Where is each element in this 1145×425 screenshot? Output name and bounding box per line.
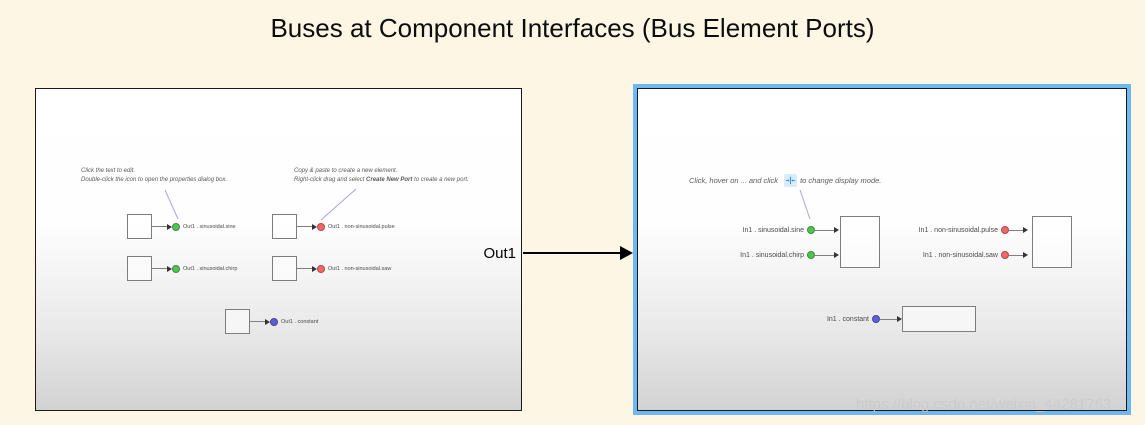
signal-wire	[880, 318, 897, 320]
signal-wire	[152, 226, 167, 227]
port-label[interactable]: In1 . constant	[826, 315, 869, 323]
port-label[interactable]: In1 . sinusoidal.chirp	[740, 251, 804, 259]
arrowhead-icon	[312, 223, 317, 230]
arrowhead-icon	[167, 265, 172, 272]
arrowhead-icon	[167, 223, 172, 230]
bus-element-port-icon[interactable]	[317, 264, 325, 273]
signal-wire	[297, 268, 312, 269]
left-subsystem-canvas[interactable]: Click the text to edit. Double-click the…	[35, 88, 522, 411]
in-port-row-saw: In1 . non-sinusoidal.saw	[893, 249, 1028, 261]
annotation-copy-line2: Right-click drag and select Create New P…	[294, 177, 469, 183]
watermark-url: https://blog.csdn.net/weixin_44281763	[856, 396, 1112, 413]
arrowhead-icon	[265, 318, 270, 325]
signal-wire	[815, 229, 834, 231]
sink-block-sinusoidal[interactable]	[840, 216, 880, 268]
port-label[interactable]: Out1 . non-sinusoidal.pulse	[328, 223, 395, 230]
port-label[interactable]: In1 . non-sinusoidal.saw	[922, 251, 998, 259]
annotation-copy-line1: Copy & paste to create a new element.	[294, 168, 398, 174]
out-port-row-saw: Out1 . non-sinusoidal.saw	[272, 256, 391, 281]
annotation-copy-hint: Copy & paste to create a new element. Ri…	[294, 167, 469, 185]
bus-element-port-icon[interactable]	[172, 264, 180, 273]
signal-wire	[1009, 229, 1023, 231]
bus-element-port-icon[interactable]	[172, 222, 180, 231]
bus-element-port-icon[interactable]	[872, 315, 880, 323]
bus-connection-arrowhead-icon	[620, 246, 633, 260]
signal-wire	[297, 226, 312, 227]
bus-element-port-icon[interactable]	[270, 317, 278, 326]
out-port-row-constant: Out1 . constant	[225, 309, 318, 334]
arrowhead-icon	[834, 227, 839, 233]
bus-element-port-icon[interactable]	[807, 226, 815, 234]
bus-connection-line[interactable]	[523, 252, 622, 254]
annotation-leader-lines	[164, 188, 357, 221]
signal-block[interactable]	[272, 256, 297, 281]
in-port-row-pulse: In1 . non-sinusoidal.pulse	[893, 224, 1028, 236]
in-port-row-constant: In1 . constant	[789, 313, 902, 325]
bus-element-port-icon[interactable]	[1001, 251, 1009, 259]
out-port-row-sine: Out1 . sinusoidal.sine	[127, 214, 236, 239]
bus-element-port-icon[interactable]	[317, 222, 325, 231]
annotation-edit-line1: Click the text to edit.	[81, 168, 136, 174]
arrowhead-icon	[897, 316, 902, 322]
arrowhead-icon	[834, 252, 839, 258]
in-port-row-chirp: In1 . sinusoidal.chirp	[704, 249, 839, 261]
sink-block-non-sinusoidal[interactable]	[1032, 216, 1072, 268]
ellipsis-link: ...	[740, 176, 747, 185]
signal-wire	[250, 321, 265, 322]
port-label[interactable]: In1 . sinusoidal.sine	[742, 226, 804, 234]
signal-block[interactable]	[127, 256, 152, 281]
arrowhead-icon	[1023, 227, 1028, 233]
right-subsystem-canvas-selected[interactable]: Click, hover on ... and click to change …	[637, 88, 1127, 411]
annotation-edit-hint: Click the text to edit. Double-click the…	[81, 167, 227, 185]
change-display-mode-icon[interactable]	[784, 174, 798, 187]
port-label[interactable]: Out1 . non-sinusoidal.saw	[328, 265, 392, 272]
annotation-post-text: to change display mode.	[800, 176, 882, 185]
annotation-display-mode-hint: Click, hover on ... and click to change …	[689, 174, 881, 187]
port-label[interactable]: In1 . non-sinusoidal.pulse	[918, 226, 998, 234]
annotation-edit-line2: Double-click the icon to open the proper…	[81, 177, 228, 183]
signal-wire	[1009, 254, 1023, 256]
diagram-title: Buses at Component Interfaces (Bus Eleme…	[270, 13, 875, 43]
out-port-row-chirp: Out1 . sinusoidal.chirp	[127, 256, 237, 281]
arrowhead-icon	[312, 265, 317, 272]
port-label[interactable]: Out1 . constant	[281, 318, 319, 325]
port-label[interactable]: Out1 . sinusoidal.sine	[183, 223, 236, 230]
bus-element-port-icon[interactable]	[1001, 226, 1009, 234]
arrowhead-icon	[1023, 252, 1028, 258]
annotation-mid-text: and click	[748, 176, 779, 185]
signal-block[interactable]	[272, 214, 297, 239]
out-port-row-pulse: Out1 . non-sinusoidal.pulse	[272, 214, 395, 239]
sink-block-constant[interactable]	[902, 306, 976, 332]
annotation-pre-text: Click, hover on	[689, 176, 739, 185]
in-port-row-sine: In1 . sinusoidal.sine	[704, 224, 839, 236]
port-label[interactable]: Out1 . sinusoidal.chirp	[183, 265, 238, 272]
bus-element-port-icon[interactable]	[807, 251, 815, 259]
signal-block[interactable]	[225, 309, 250, 334]
signal-wire	[815, 254, 834, 256]
signal-block[interactable]	[127, 214, 152, 239]
signal-wire	[152, 268, 167, 269]
out1-port-label[interactable]: Out1	[483, 245, 516, 262]
